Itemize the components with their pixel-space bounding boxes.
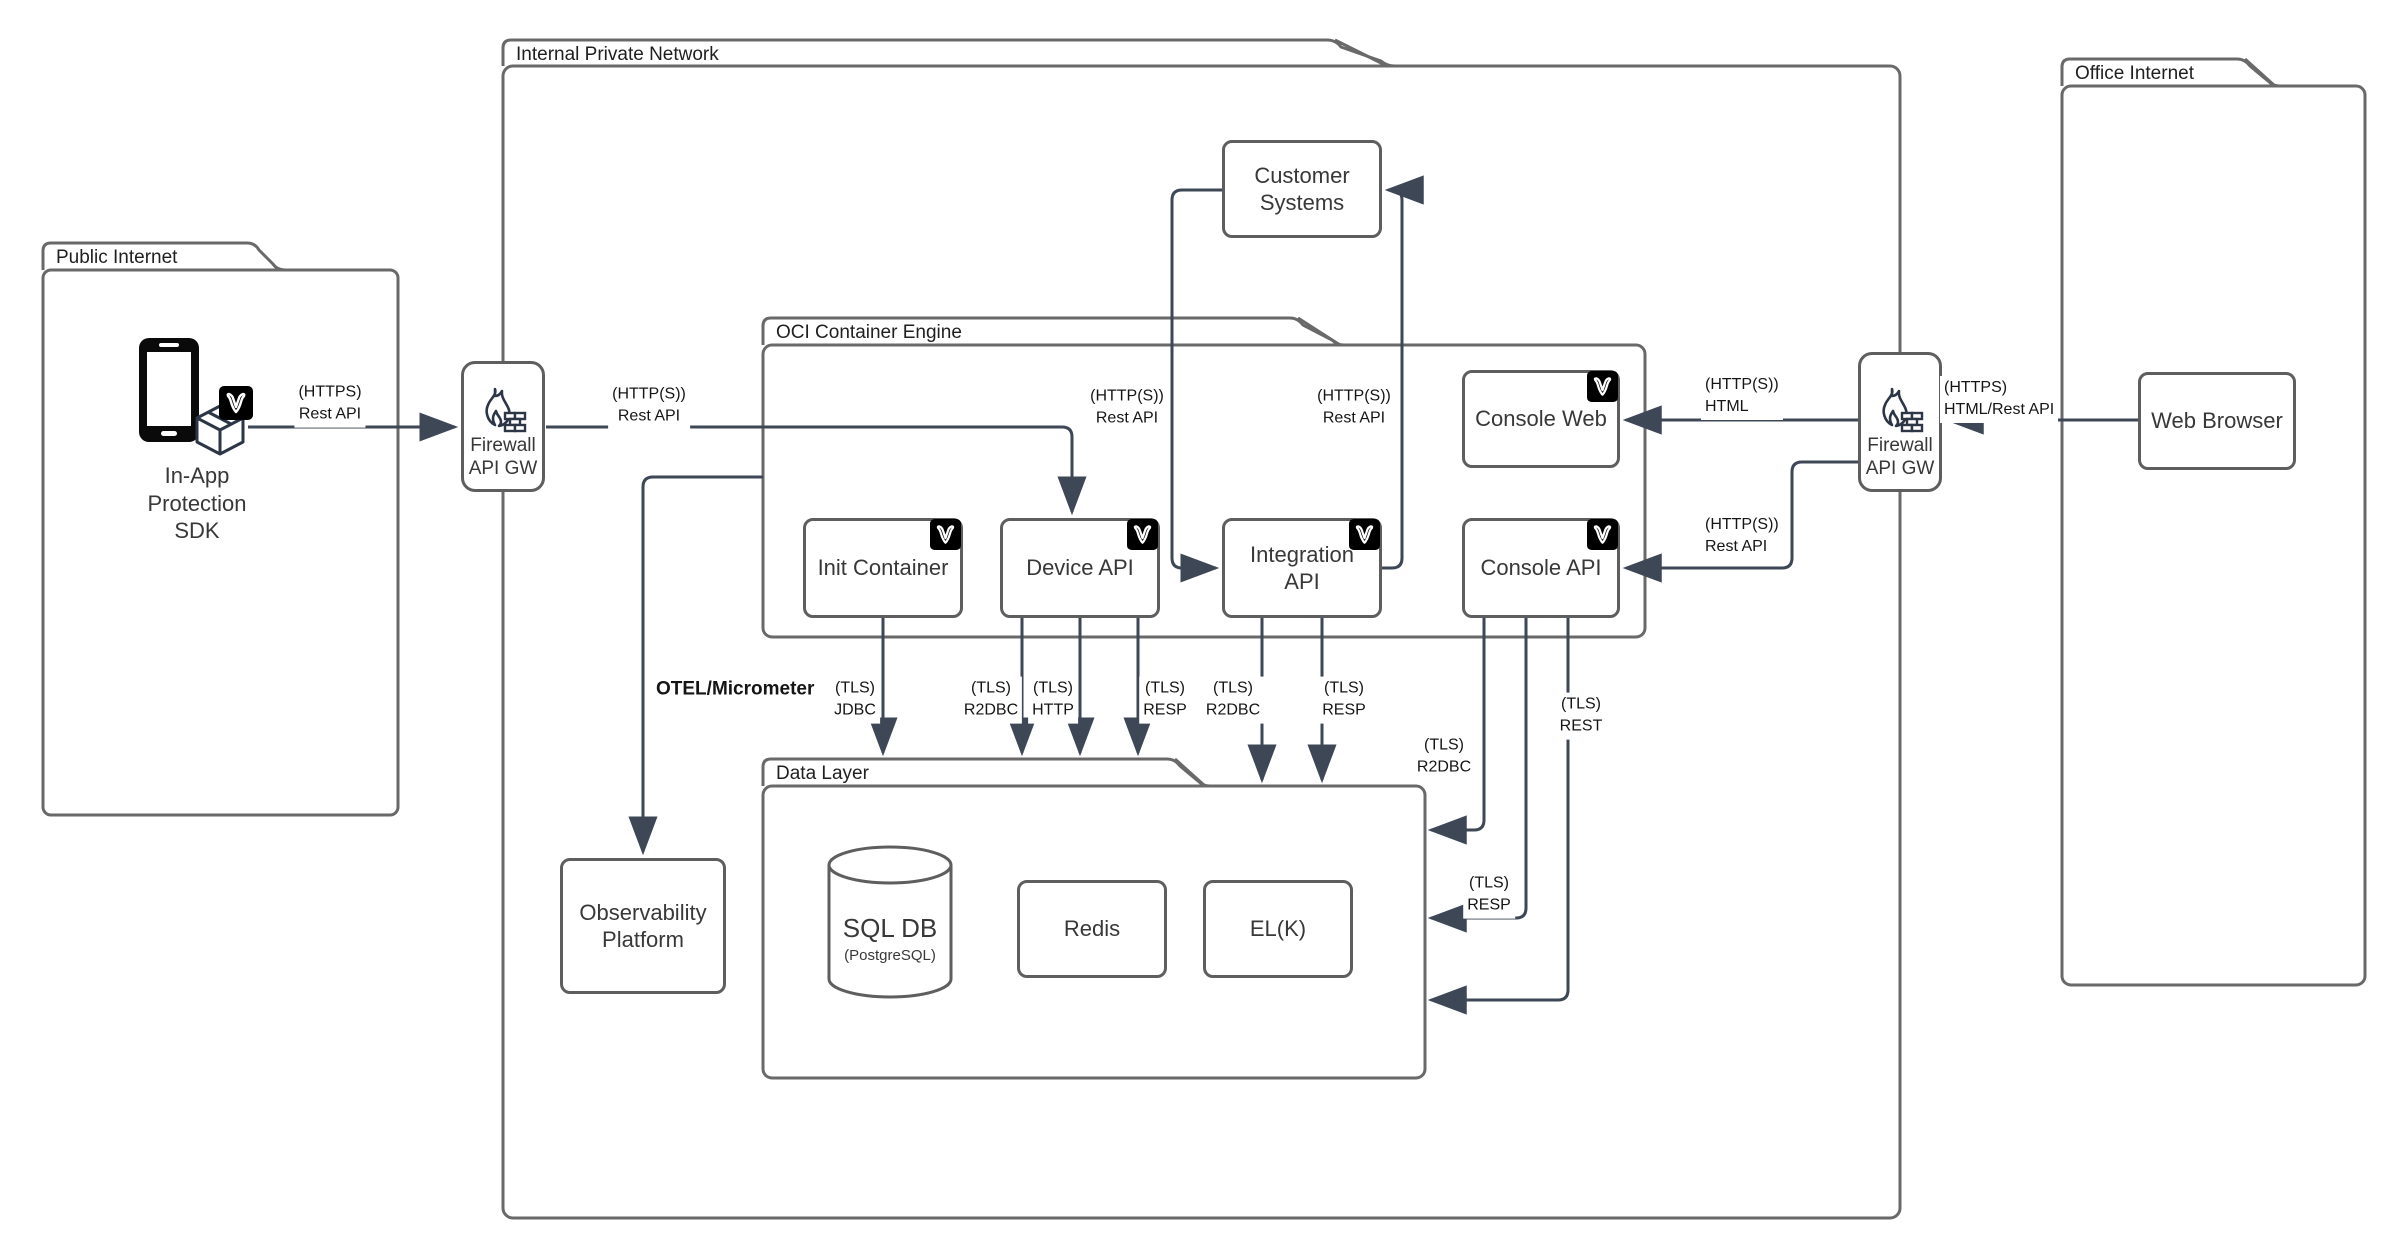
edge-label-init-jdbc: (TLS) JDBC: [830, 676, 880, 724]
edge-label-device-r2dbc: (TLS) R2DBC: [959, 676, 1023, 724]
edge-label-console-rest: (TLS) REST: [1555, 692, 1607, 740]
protection-shield-badge-icon: [219, 386, 253, 420]
edge-label-sdk-to-fw1: (HTTPS) Rest API: [294, 380, 366, 428]
firewall-icon: [485, 388, 527, 433]
console-web-node[interactable]: Console Web: [1462, 370, 1620, 468]
firewall-api-gw-left[interactable]: Firewall API GW: [461, 361, 545, 492]
container-label-data-layer: Data Layer: [776, 763, 869, 784]
device-api-label: Device API: [1026, 555, 1134, 581]
container-label-office-internet: Office Internet: [2075, 63, 2194, 84]
shield-badge-icon: [1349, 519, 1380, 550]
edge-label-console-resp: (TLS) RESP: [1463, 871, 1515, 919]
sql-db-node[interactable]: SQL DB (PostgreSQL): [826, 843, 954, 1001]
shield-badge-icon: [930, 519, 961, 550]
elk-label: EL(K): [1249, 916, 1307, 942]
integration-api-node[interactable]: Integration API: [1222, 518, 1382, 618]
web-browser-label: Web Browser: [2151, 408, 2283, 434]
edge-label-customer-to-integration: (HTTP(S)) Rest API: [1086, 384, 1168, 432]
observability-platform-node[interactable]: Observability Platform: [560, 858, 726, 994]
container-label-oci-container-engine: OCI Container Engine: [776, 322, 962, 343]
console-web-label: Console Web: [1475, 406, 1607, 432]
smartphone-icon: [139, 338, 199, 442]
console-api-node[interactable]: Console API: [1462, 518, 1620, 618]
edge-label-integration-to-customer: (HTTP(S)) Rest API: [1313, 384, 1395, 432]
edge-label-integration-resp: (TLS) RESP: [1318, 676, 1370, 724]
edge-label-integration-r2dbc: (TLS) R2DBC: [1201, 676, 1265, 724]
container-public-internet[interactable]: [41, 241, 400, 817]
edge-customer-to-integration: [1170, 188, 1222, 583]
sql-db-sublabel: (PostgreSQL): [844, 946, 936, 964]
edge-integration-to-customer: [1382, 175, 1424, 570]
sql-db-label: SQL DB: [842, 913, 938, 944]
redis-node[interactable]: Redis: [1017, 880, 1167, 978]
web-browser-node[interactable]: Web Browser: [2138, 372, 2296, 470]
edge-otel: [628, 475, 763, 856]
edge-label-console-r2dbc: (TLS) R2DBC: [1412, 733, 1476, 781]
edge-label-fw2-to-console-api: (HTTP(S)) Rest API: [1701, 513, 1783, 560]
edge-label-device-http: (TLS) HTTP: [1028, 676, 1078, 724]
edge-label-fw2-to-console-web: (HTTP(S)) HTML: [1701, 373, 1783, 420]
database-cylinder-icon: [827, 845, 953, 999]
container-label-public-internet: Public Internet: [56, 247, 178, 268]
elk-node[interactable]: EL(K): [1203, 880, 1353, 978]
init-container-label: Init Container: [817, 555, 949, 581]
edge-fw1-to-device: [546, 425, 1087, 516]
edge-label-browser-to-fw2: (HTTPS) HTML/Rest API: [1940, 376, 2059, 423]
container-office-internet[interactable]: [2060, 57, 2367, 987]
in-app-sdk-label: In-App Protection SDK: [147, 463, 247, 543]
edge-label-fw1-to-device: (HTTP(S)) Rest API: [608, 382, 690, 430]
firewall-icon: [1882, 388, 1924, 433]
redis-label: Redis: [1063, 916, 1121, 942]
shield-badge-icon: [1127, 519, 1158, 550]
integration-api-label: Integration API: [1250, 541, 1354, 595]
console-api-label: Console API: [1480, 555, 1602, 581]
customer-systems-label: Customer Systems: [1254, 162, 1350, 216]
edge-label-otel-micrometer: OTEL/Micrometer: [652, 675, 819, 705]
container-data-layer[interactable]: [761, 757, 1427, 1080]
container-label-internal-private-network: Internal Private Network: [516, 44, 719, 65]
init-container-node[interactable]: Init Container: [803, 518, 963, 618]
edge-label-device-resp: (TLS) RESP: [1139, 676, 1191, 724]
container-oci-container-engine[interactable]: [761, 316, 1647, 639]
observability-platform-label: Observability Platform: [579, 899, 707, 953]
edge-console-r2dbc: [1427, 618, 1486, 845]
shield-badge-icon: [1587, 371, 1618, 402]
customer-systems-node[interactable]: Customer Systems: [1222, 140, 1382, 238]
edge-console-resp: [1427, 618, 1528, 933]
firewall-left-label: Firewall API GW: [468, 435, 538, 480]
device-api-node[interactable]: Device API: [1000, 518, 1160, 618]
edge-console-rest: [1427, 618, 1570, 1015]
edge-fw2-to-console-api: [1622, 460, 1858, 583]
shield-badge-icon: [1587, 519, 1618, 550]
firewall-api-gw-right[interactable]: Firewall API GW: [1858, 352, 1942, 492]
firewall-right-label: Firewall API GW: [1865, 435, 1935, 480]
container-internal-private-network[interactable]: [501, 38, 1902, 1220]
